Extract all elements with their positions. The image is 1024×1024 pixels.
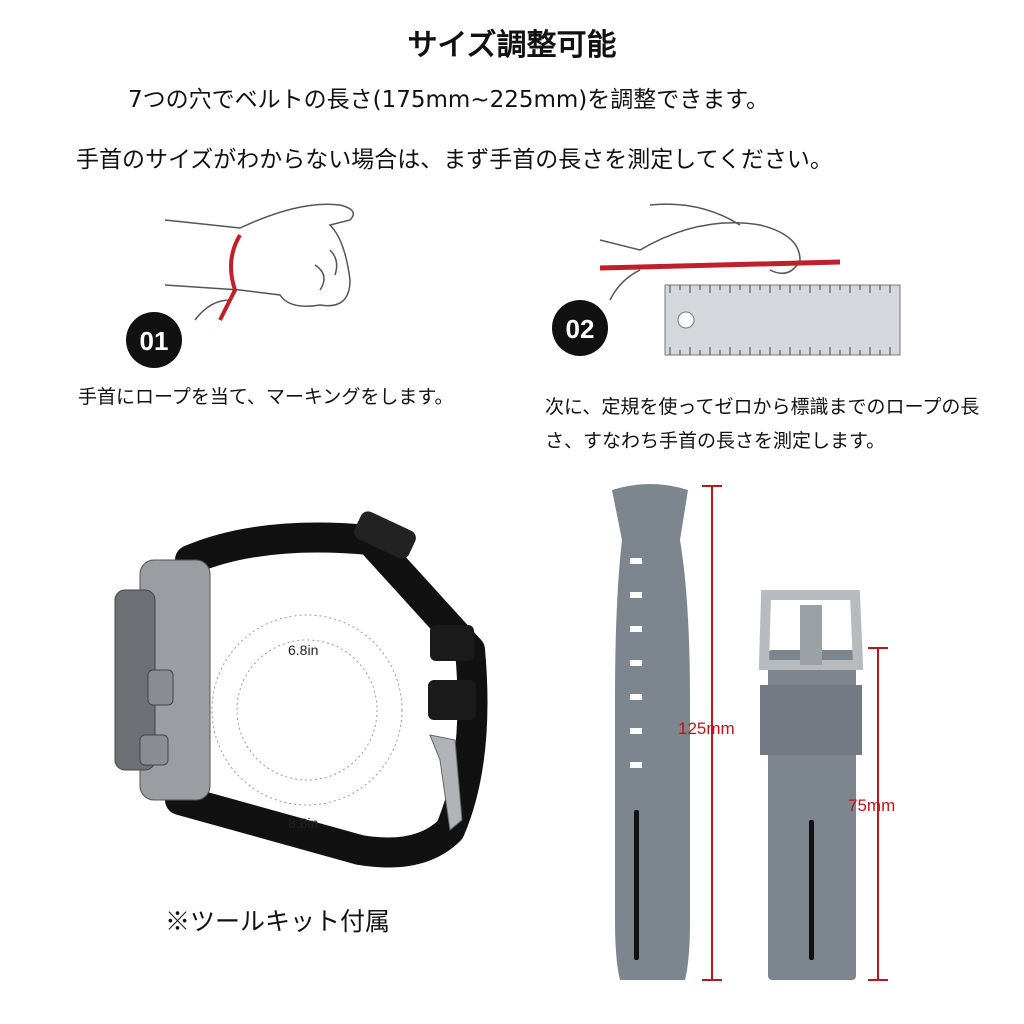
svg-text:6.8in: 6.8in — [288, 642, 318, 658]
ruler-icon — [664, 284, 901, 356]
svg-text:02: 02 — [566, 314, 595, 344]
step-01-badge: 01 — [126, 312, 182, 368]
rope-red — [218, 233, 242, 321]
step-01-caption: 手首にロープを当て、マーキングをします。 — [78, 386, 454, 408]
step-02-badge: 02 — [552, 300, 608, 356]
svg-text:8.8in: 8.8in — [288, 815, 318, 831]
long-length-label: 125mm — [678, 719, 735, 738]
ruler-hand-illustration — [599, 203, 801, 301]
long-dimension-line — [702, 485, 722, 981]
adjustment-description: 7つの穴でベルトの長さ(175mm~225mm)を調整できます。 — [128, 87, 769, 113]
step-02-caption: 次に、定規を使ってゼロから標識までのロープの長さ、すなわち手首の長さを測定します… — [545, 396, 980, 452]
page-title: サイズ調整可能 — [407, 28, 617, 63]
long-strap-image — [612, 484, 690, 980]
wrist-rope-illustration — [164, 203, 355, 321]
short-length-label: 75mm — [848, 796, 895, 815]
watch-image: 6.8in 8.8in — [114, 511, 488, 868]
toolkit-note: ※ツールキット付属 — [165, 907, 391, 936]
short-dimension-line — [868, 647, 888, 981]
measure-instruction: 手首のサイズがわからない場合は、まず手首の長さを測定してください。 — [76, 147, 833, 173]
short-strap-image — [758, 590, 864, 980]
rope-red — [599, 259, 841, 271]
svg-text:01: 01 — [140, 326, 169, 356]
